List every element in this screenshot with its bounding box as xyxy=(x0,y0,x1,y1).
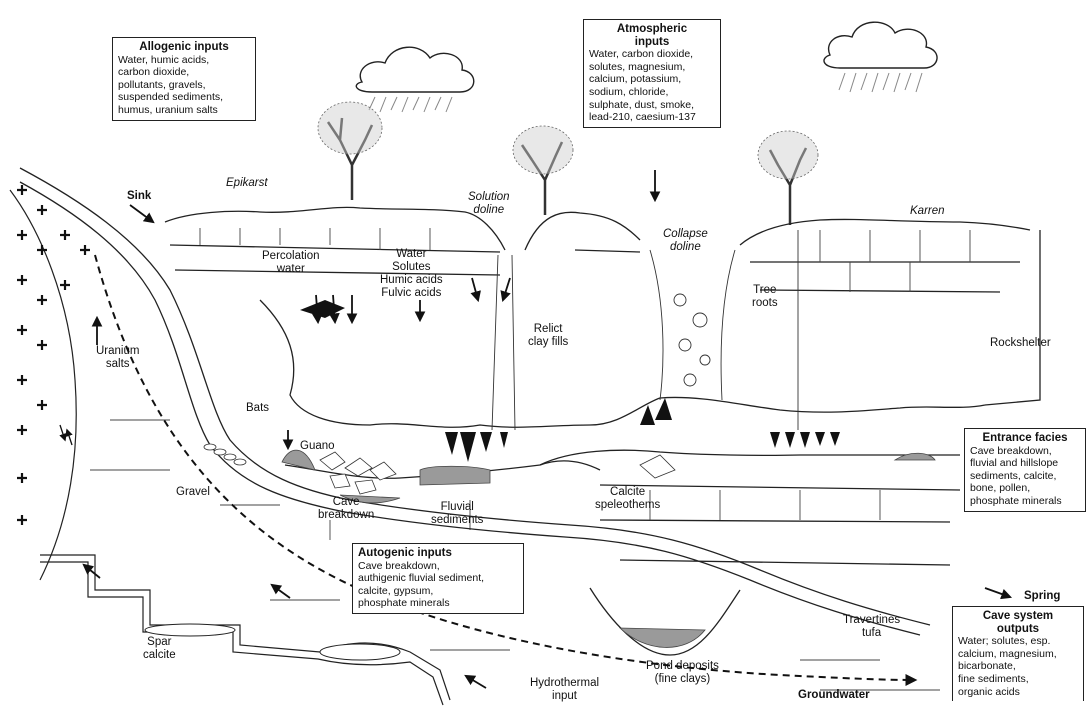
fluvial-sediments-label: Fluvial sediments xyxy=(431,501,484,526)
limestone-bedrock xyxy=(164,206,1041,656)
rock-joints xyxy=(90,228,971,691)
gravel-label: Gravel xyxy=(176,486,210,498)
cloud-left-icon xyxy=(355,46,475,113)
allogenic-inputs-box: Allogenic inputs Water, humic acids, car… xyxy=(112,37,256,121)
guano-label: Guano xyxy=(300,440,335,452)
pond-deposits-label: Pond deposits (fine clays) xyxy=(646,660,719,685)
karren-label: Karren xyxy=(910,205,945,217)
entrance-facies-box: Entrance facies Cave breakdown, fluvial … xyxy=(964,428,1086,512)
tree-icon xyxy=(317,101,383,200)
bats-label: Bats xyxy=(246,402,270,414)
atmospheric-inputs-box: Atmospheric inputs Water, carbon dioxide… xyxy=(583,19,721,128)
spar-calcite-label: Spar calcite xyxy=(143,636,176,661)
speleothems xyxy=(300,300,840,462)
cloud-right-icon xyxy=(823,21,938,93)
flow-arrows xyxy=(82,170,1013,689)
autogenic-inputs-text: Cave breakdown, authigenic fluvial sedim… xyxy=(358,559,485,610)
percolation-water-label: Percolation water xyxy=(262,250,320,275)
uranium-salts-label: Uranium salts xyxy=(96,345,140,370)
allogenic-inputs-title: Allogenic inputs xyxy=(139,41,229,53)
atmospheric-inputs-title: Atmospheric inputs xyxy=(616,23,688,48)
cave-system-outputs-box: Cave system outputs Water; solutes, esp.… xyxy=(952,606,1084,702)
cave-system-outputs-title: Cave system outputs xyxy=(982,610,1054,635)
epikarst-label: Epikarst xyxy=(226,177,268,189)
cave-system-outputs-text: Water; solutes, esp. calcium, magnesium,… xyxy=(958,635,1057,698)
groundwater-flowline xyxy=(94,254,918,686)
entrance-facies-title: Entrance facies xyxy=(982,432,1068,444)
tree-roots-label: Tree roots xyxy=(752,284,778,309)
gravel-deposit xyxy=(203,443,247,466)
solution-doline-label: Solution doline xyxy=(468,191,510,216)
calcite-speleothems-label: Calcite speleothems xyxy=(595,486,661,511)
allogenic-inputs-text: Water, humic acids, carbon dioxide, poll… xyxy=(118,53,224,116)
cave-breakdown-rubble xyxy=(319,451,676,495)
granite-plus-signs xyxy=(17,185,90,525)
autogenic-inputs-box: Autogenic inputs Cave breakdown, authige… xyxy=(352,543,524,614)
atmospheric-inputs-text: Water, carbon dioxide, solutes, magnesiu… xyxy=(589,48,696,124)
fault-line xyxy=(9,189,77,581)
rockshelter-label: Rockshelter xyxy=(990,337,1051,349)
doline-columns xyxy=(491,230,799,431)
travertines-tufa-label: Travertines tufa xyxy=(843,614,901,639)
hydrothermal-input-label: Hydrothermal input xyxy=(530,677,600,702)
collapse-doline-label: Collapse doline xyxy=(663,228,708,253)
groundwater-label: Groundwater xyxy=(798,689,870,701)
autogenic-inputs-title: Autogenic inputs xyxy=(358,547,452,559)
water-solutes-label: Water Solutes Humic acids Fulvic acids xyxy=(380,248,443,299)
tree-icon xyxy=(757,130,819,225)
sink-label: Sink xyxy=(127,190,152,202)
spring-label: Spring xyxy=(1024,590,1061,602)
spar-calcite-lenses xyxy=(144,623,401,661)
entrance-facies-text: Cave breakdown, fluvial and hillslope se… xyxy=(970,444,1062,507)
tree-icon xyxy=(512,125,574,215)
fault-arrows xyxy=(59,424,73,446)
sediment-deposits xyxy=(281,449,936,648)
relict-clay-fills-label: Relict clay fills xyxy=(528,323,569,348)
cave-breakdown-label: Cave breakdown xyxy=(318,496,375,521)
